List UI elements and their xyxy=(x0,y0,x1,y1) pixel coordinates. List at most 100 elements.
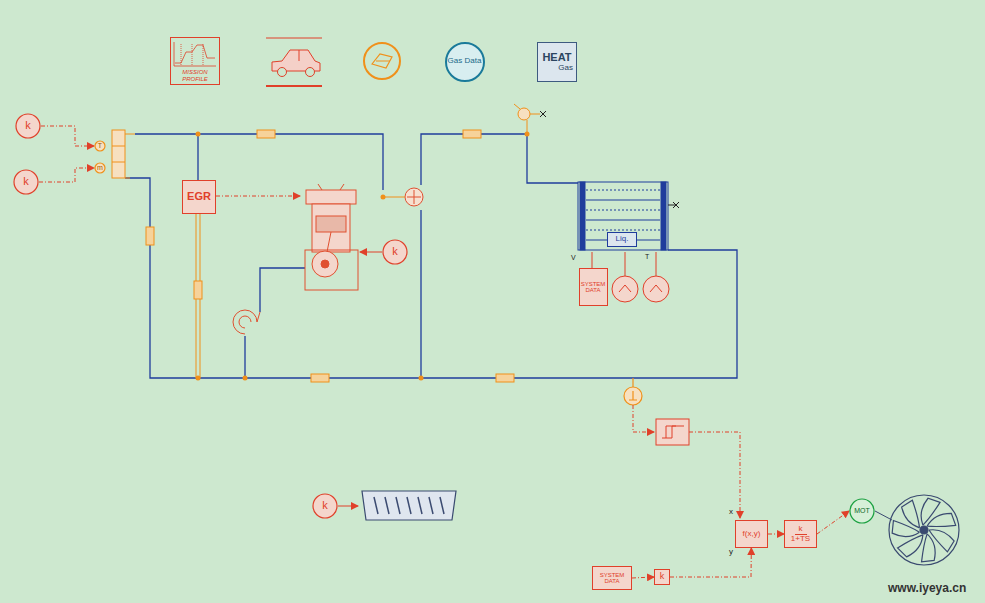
vehicle-icon xyxy=(306,68,315,77)
pipe-junctions xyxy=(196,132,201,137)
node-text: Gas Data xyxy=(448,57,482,65)
signal-connector xyxy=(632,577,654,578)
constant-circle: k xyxy=(382,239,408,265)
circle-outline xyxy=(16,114,40,138)
gas-source-block xyxy=(112,162,125,163)
gain-box: k xyxy=(654,569,670,585)
node-text: MOT xyxy=(854,507,870,514)
engine-symbol xyxy=(305,184,358,290)
radiator-grille xyxy=(429,497,433,514)
engine-symbol xyxy=(316,216,346,232)
gas-source-block xyxy=(125,178,130,179)
liquid-channel-box: Liq. xyxy=(607,232,637,247)
radiator-grille xyxy=(374,497,378,514)
pipe-junctions xyxy=(196,376,201,381)
vehicle-icon xyxy=(299,50,300,61)
hysteresis-switch xyxy=(656,419,689,445)
gas-pipes xyxy=(260,268,305,312)
motor-circle: MOT xyxy=(849,498,875,524)
node-text: HEAT xyxy=(542,52,571,64)
turbine-symbol xyxy=(383,188,423,206)
node-text: k xyxy=(660,572,665,581)
cooling-fan xyxy=(920,526,928,534)
radiator-grille xyxy=(418,497,422,514)
turbine-symbol xyxy=(383,197,405,198)
gas-source-block xyxy=(112,130,135,178)
temperature-sensor xyxy=(629,391,637,400)
cooling-fan xyxy=(892,521,919,537)
gas-pipes xyxy=(197,134,198,180)
radiator-grille xyxy=(385,497,389,514)
engine-symbol xyxy=(321,260,329,268)
gas-pipes xyxy=(135,134,383,190)
vehicle-icon xyxy=(266,85,322,87)
engine-symbol xyxy=(318,184,322,190)
mission-profile-box: MISSION PROFILE xyxy=(170,37,220,85)
mission-profile-icon xyxy=(174,42,216,66)
node-text: k xyxy=(322,500,328,512)
gas-pipes xyxy=(125,134,737,378)
node-text: m xyxy=(97,164,103,171)
egr-valve-box: EGR xyxy=(182,180,216,214)
circle-outline xyxy=(850,499,874,523)
exchanger-sensors xyxy=(625,252,626,276)
simulation-parameters-icon xyxy=(376,61,390,62)
gas-source-block xyxy=(112,130,125,178)
pipe-elements xyxy=(257,130,275,138)
port-name: T xyxy=(645,253,649,260)
heat-exchanger xyxy=(586,230,660,231)
node-text: k xyxy=(25,120,31,132)
temperature-sensor xyxy=(624,387,642,405)
node-text: k xyxy=(795,525,807,534)
signal-connector xyxy=(817,511,849,534)
function-box: f(x,y) xyxy=(735,520,768,548)
lag-transfer-box: k1+TS xyxy=(784,520,817,548)
motor-shaft xyxy=(875,511,892,520)
circle-outline xyxy=(95,163,105,173)
node-text: SYSTEM DATA xyxy=(581,281,606,294)
node-text: k xyxy=(23,176,29,188)
pressure-sensor xyxy=(514,104,546,134)
heat-gas-box: HEATGas xyxy=(537,42,577,82)
pipe-elements xyxy=(194,281,202,299)
node-text: MISSION PROFILE xyxy=(172,69,218,82)
pipe-elements xyxy=(146,130,514,382)
gas-source-block xyxy=(125,134,135,135)
mission-profile-icon xyxy=(174,66,216,67)
engine-symbol xyxy=(306,190,356,204)
system-data-box: SYSTEM DATA xyxy=(579,268,608,306)
vehicle-speed-signal xyxy=(338,506,358,507)
exchanger-sensors xyxy=(619,285,662,292)
input-port-circle: m xyxy=(94,162,106,174)
cooling-fan xyxy=(927,513,956,526)
radiator-grille xyxy=(407,497,411,514)
circle-outline xyxy=(14,170,38,194)
signal-connector xyxy=(39,168,94,182)
node-text: T xyxy=(98,142,102,149)
signal-connector xyxy=(41,126,94,146)
temperature-sensor xyxy=(624,378,642,405)
mission-profile-icon xyxy=(203,44,204,66)
cooling-fan xyxy=(889,495,959,565)
constant-circle: k xyxy=(15,113,41,139)
heat-exchanger xyxy=(661,182,666,250)
input-port-circle: T xyxy=(94,140,106,152)
heat-exchanger xyxy=(586,200,660,201)
pressure-sensor xyxy=(514,104,520,109)
radiator-grille xyxy=(440,497,444,514)
system-data-box: SYSTEM DATA xyxy=(592,566,632,590)
cooling-fan xyxy=(922,534,936,562)
exchanger-sensors xyxy=(612,276,638,302)
heat-exchanger xyxy=(586,190,660,191)
gas-data-circle: Gas Data xyxy=(445,42,485,82)
heat-exchanger xyxy=(578,182,679,250)
circle-outline xyxy=(383,240,407,264)
vehicle-icon xyxy=(266,38,322,39)
watermark: www.iyeya.cn xyxy=(888,582,966,594)
radiator-grille xyxy=(362,491,456,520)
circle-outline xyxy=(313,494,337,518)
engine-symbol xyxy=(340,184,344,190)
heat-exchanger xyxy=(668,202,679,208)
